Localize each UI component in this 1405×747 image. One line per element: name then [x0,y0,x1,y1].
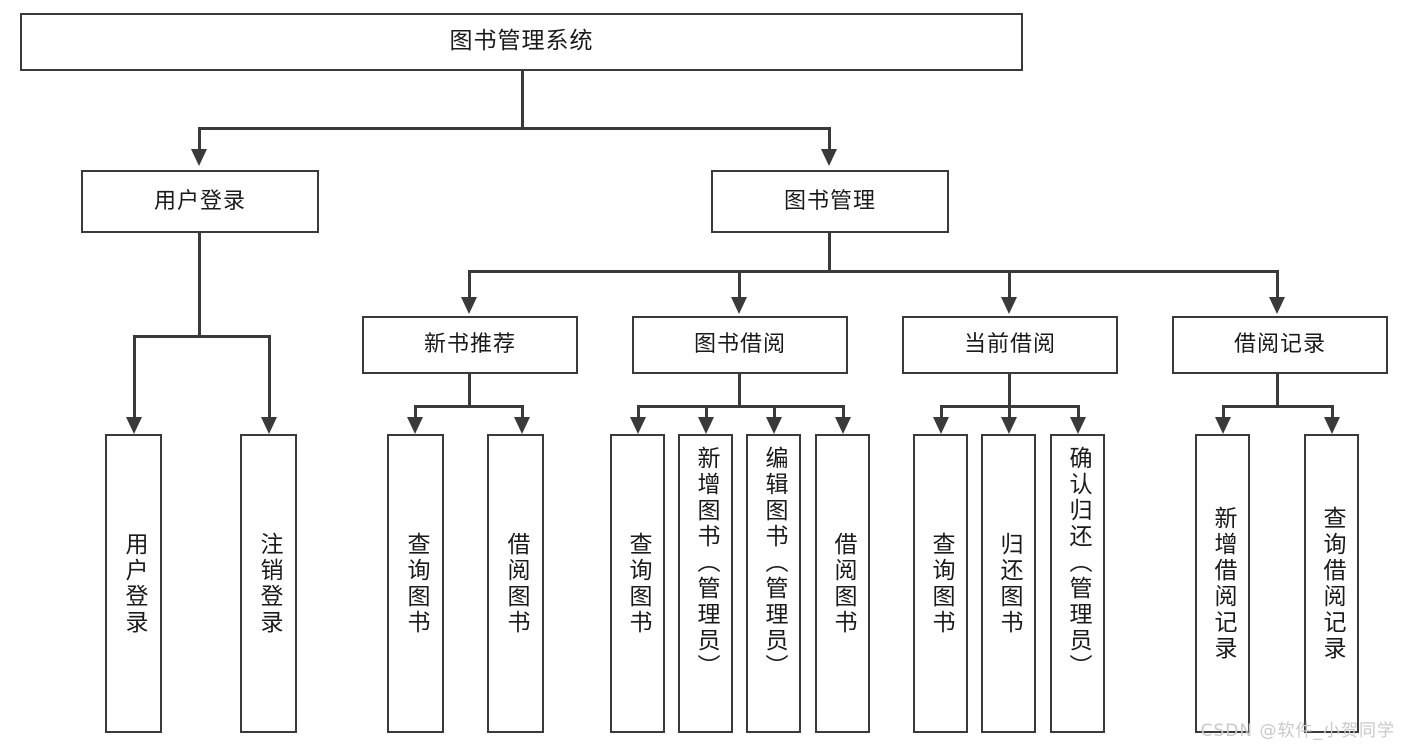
leaf-new-book-borrow[interactable]: 借阅图书 [487,434,544,733]
arrowhead-leaf-user-login-1 [126,417,142,434]
arrowhead-leaf-book-borrow-1 [630,417,646,434]
connector-current-borrow-stem [1008,374,1011,405]
node-label: 查询图书 [625,531,651,636]
connector-book-manage-stem [828,233,831,270]
node-label: 当前借阅 [963,332,1056,358]
connector-book-borrow-stem [738,374,741,405]
connector-user-login-drop-2 [268,335,271,417]
leaf-current-borrow-confirm[interactable]: 确认归还（管理员） [1050,434,1105,733]
node-label: 图书借阅 [693,332,786,358]
arrowhead-to-user-login [191,149,207,166]
connector-new-book-drop-1 [414,405,417,417]
node-label: 注销登录 [256,531,282,636]
connector-new-book-drop-2 [521,405,524,417]
arrowhead-leaf-book-borrow-2 [698,417,714,434]
connector-level3-drop-2 [738,270,741,297]
arrowhead-to-new-book-recommend [461,297,477,314]
leaf-book-borrow-borrow[interactable]: 借阅图书 [815,434,870,733]
node-label: 图书管理系统 [449,28,594,55]
connector-book-borrow-drop-4 [842,405,845,417]
connector-root-bus [198,127,831,130]
leaf-borrow-record-query[interactable]: 查询借阅记录 [1304,434,1359,733]
arrowhead-to-book-manage [821,149,837,166]
leaf-current-borrow-query[interactable]: 查询图书 [913,434,968,733]
csdn-watermark: CSDN @软件_小贺同学 [1200,721,1395,741]
node-label: 借阅图书 [503,531,529,636]
node-label: 确认归还（管理员） [1065,446,1091,680]
node-label: 用户登录 [121,531,147,636]
arrowhead-leaf-current-borrow-2 [1001,417,1017,434]
node-label: 用户登录 [153,188,246,214]
connector-borrow-record-bus [1222,405,1334,408]
connector-new-book-stem [468,374,471,405]
node-label: 编辑图书（管理员） [761,446,787,680]
leaf-borrow-record-add[interactable]: 新增借阅记录 [1195,434,1250,733]
connector-user-login-drop-1 [133,335,136,417]
connector-borrow-record-stem [1276,374,1279,405]
node-root-system[interactable]: 图书管理系统 [20,13,1023,71]
node-label: 查询图书 [403,531,429,636]
leaf-current-borrow-return[interactable]: 归还图书 [981,434,1036,733]
leaf-user-login-login[interactable]: 用户登录 [105,434,162,733]
connector-book-borrow-drop-2 [705,405,708,417]
arrowhead-to-book-borrow [731,297,747,314]
connector-book-borrow-drop-1 [637,405,640,417]
connector-root-stem [521,71,524,127]
arrowhead-leaf-borrow-record-1 [1215,417,1231,434]
node-label: 新增借阅记录 [1210,505,1236,662]
connector-level3-drop-1 [468,270,471,297]
leaf-user-login-logout[interactable]: 注销登录 [240,434,297,733]
arrowhead-leaf-borrow-record-2 [1324,417,1340,434]
arrowhead-leaf-new-book-1 [407,417,423,434]
node-label: 借阅图书 [830,531,856,636]
node-label: 查询图书 [928,531,954,636]
arrowhead-leaf-user-login-2 [261,417,277,434]
leaf-book-borrow-edit[interactable]: 编辑图书（管理员） [746,434,801,733]
arrowhead-leaf-book-borrow-3 [766,417,782,434]
connector-borrow-record-drop-1 [1222,405,1225,417]
node-new-book-recommend[interactable]: 新书推荐 [362,316,578,374]
leaf-book-borrow-add[interactable]: 新增图书（管理员） [678,434,733,733]
node-label: 借阅记录 [1233,332,1326,358]
connector-book-borrow-bus [637,405,845,408]
connector-level3-bus [468,270,1279,273]
node-book-management[interactable]: 图书管理 [711,170,949,233]
node-label: 图书管理 [783,188,876,214]
connector-book-borrow-drop-3 [773,405,776,417]
node-label: 新增图书（管理员） [693,446,719,680]
arrowhead-leaf-book-borrow-4 [835,417,851,434]
node-current-borrow[interactable]: 当前借阅 [902,316,1118,374]
arrowhead-leaf-new-book-2 [514,417,530,434]
connector-user-login-bus [133,335,271,338]
arrowhead-to-current-borrow [1001,297,1017,314]
connector-current-borrow-drop-3 [1077,405,1080,417]
connector-new-book-bus [414,405,524,408]
arrowhead-to-borrow-record [1269,297,1285,314]
node-label: 新书推荐 [423,332,516,358]
arrowhead-leaf-current-borrow-1 [933,417,949,434]
node-book-borrow[interactable]: 图书借阅 [632,316,848,374]
node-borrow-record[interactable]: 借阅记录 [1172,316,1388,374]
leaf-new-book-query[interactable]: 查询图书 [387,434,444,733]
connector-current-borrow-drop-2 [1008,405,1011,417]
arrowhead-leaf-current-borrow-3 [1070,417,1086,434]
connector-level3-drop-3 [1008,270,1011,297]
connector-root-drop-right [828,127,831,149]
leaf-book-borrow-query[interactable]: 查询图书 [610,434,665,733]
node-user-login[interactable]: 用户登录 [81,170,319,233]
node-label: 查询借阅记录 [1319,505,1345,662]
connector-current-borrow-drop-1 [940,405,943,417]
node-label: 归还图书 [996,531,1022,636]
connector-borrow-record-drop-2 [1331,405,1334,417]
connector-level3-drop-4 [1276,270,1279,297]
connector-root-drop-left [198,127,201,149]
connector-user-login-stem [198,233,201,335]
